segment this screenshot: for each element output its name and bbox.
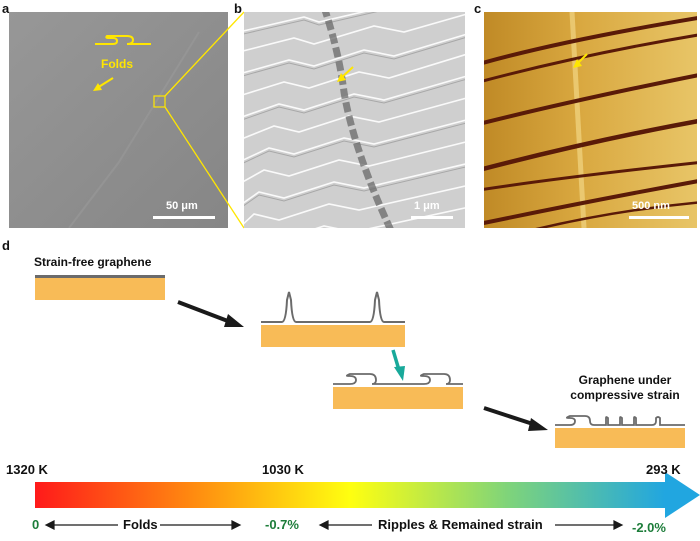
scalebar-b — [411, 216, 453, 219]
graphene-with-ripples — [555, 415, 685, 426]
strain-value-0: 0 — [32, 517, 40, 532]
temperature-gradient-bar — [35, 482, 665, 508]
strain-value-0-7: -0.7% — [265, 517, 299, 532]
substrate-stage-2 — [261, 325, 405, 347]
range-label-folds: Folds — [123, 517, 158, 532]
strain-value-2-0: -2.0% — [632, 520, 666, 535]
arrow-1 — [177, 300, 234, 325]
panel-label-d: d — [2, 238, 10, 253]
panel-label-a: a — [2, 1, 10, 16]
stage-1-label: Strain-free graphene — [34, 255, 152, 269]
temperature-label-1320: 1320 K — [6, 462, 48, 477]
substrate-stage-3 — [333, 387, 463, 409]
graphene-with-wrinkles — [261, 291, 405, 323]
stage-4-label-line-2: compressive strain — [570, 388, 680, 402]
arrow-3 — [483, 406, 537, 427]
substrate-stage-1 — [35, 278, 165, 300]
range-label-ripples: Ripples & Remained strain — [378, 517, 543, 532]
graphene-flat — [35, 275, 165, 278]
temperature-label-293: 293 K — [646, 462, 681, 477]
stage-4-label-line-1: Graphene under — [578, 373, 672, 387]
graphene-with-folds — [333, 373, 463, 385]
afm-texture — [484, 12, 697, 228]
scalebar-label-b: 1 μm — [414, 200, 440, 212]
substrate-stage-4 — [555, 428, 685, 448]
fold-annotation-graphic — [9, 12, 228, 228]
range-arrows — [44, 520, 624, 530]
scalebar-a — [153, 216, 215, 219]
sem-image-zoom: 1 μm — [244, 12, 465, 228]
scalebar-label-a: 50 μm — [166, 200, 198, 212]
panel-label-c: c — [474, 1, 482, 16]
scalebar-c — [629, 216, 689, 219]
step-edge-texture — [244, 12, 465, 228]
panel-label-b: b — [234, 1, 242, 16]
sem-image-overview: Folds 50 μm — [9, 12, 228, 228]
temperature-arrow-head — [665, 472, 700, 518]
folds-annotation: Folds — [101, 57, 133, 71]
scalebar-label-c: 500 nm — [632, 200, 670, 212]
afm-image: 500 nm — [484, 12, 697, 228]
temperature-label-1030: 1030 K — [262, 462, 304, 477]
